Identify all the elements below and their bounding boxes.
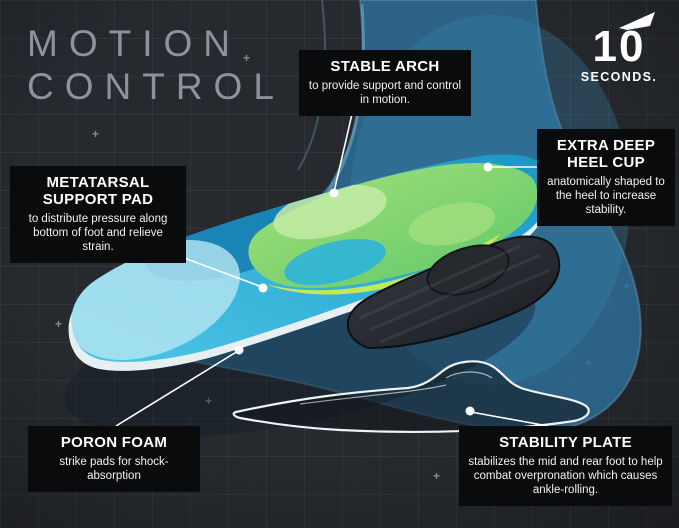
callout-dot-stable-arch	[329, 188, 339, 198]
callout-dot-poron	[234, 345, 244, 355]
callout-stability-heading: STABILITY PLATE	[499, 434, 632, 451]
brand-logo-number: 10	[592, 22, 646, 71]
callout-heel-cup-body: anatomically shaped to the heel to incre…	[547, 175, 665, 216]
flag-icon	[619, 12, 655, 30]
stability-plate-outline	[232, 360, 590, 434]
grid-plus-mark: +	[433, 469, 441, 483]
callout-line-poron	[115, 350, 239, 427]
callout-metatarsal-heading: METATARSAL SUPPORT PAD	[42, 174, 154, 208]
heel-cup-opening	[426, 244, 510, 296]
callout-poron-heading: PORON FOAM	[60, 434, 168, 451]
callout-stable-arch: STABLE ARCH to provide support and contr…	[299, 50, 471, 116]
grid-plus-mark: +	[55, 317, 63, 331]
carbon-heel-cradle	[346, 235, 561, 350]
grid-plus-mark: +	[243, 51, 251, 65]
callout-stable-arch-heading: STABLE ARCH	[330, 58, 440, 75]
plate-contour-line-2	[445, 371, 493, 379]
metatarsal-pad-zone	[284, 238, 386, 286]
callout-dot-metatarsal	[258, 283, 268, 293]
callout-line-stable-arch	[333, 113, 353, 193]
toe-pale-zone	[71, 240, 240, 360]
callout-stability-plate: STABILITY PLATE stabilizes the mid and r…	[459, 426, 672, 506]
callout-stable-arch-body: to provide support and control in motion…	[308, 79, 462, 106]
plate-shape	[232, 360, 590, 434]
plate-contour-line-1	[299, 384, 447, 405]
title-line-1: MOTION	[27, 23, 241, 64]
callout-dot-stability-plate	[465, 406, 475, 416]
brand-logo-name: SECONDS.	[580, 70, 658, 85]
callout-extra-deep-heel-cup: EXTRA DEEP HEEL CUP anatomically shaped …	[537, 129, 675, 226]
grid-plus-mark: +	[205, 394, 213, 408]
page-title: MOTION CONTROL	[27, 22, 285, 109]
callout-poron-body: strike pads for shock-absorption	[59, 455, 169, 482]
callout-connectors	[115, 113, 549, 427]
arch-highlight-2	[408, 202, 496, 246]
callout-dot-heel-cup	[483, 162, 493, 172]
carbon-texture-lines	[359, 244, 551, 344]
callout-metatarsal-support-pad: METATARSAL SUPPORT PAD to distribute pre…	[10, 166, 186, 263]
grid-plus-mark: +	[92, 127, 100, 141]
title-line-2: CONTROL	[27, 66, 285, 108]
callout-dots	[234, 162, 493, 416]
callout-line-stability-plate	[470, 411, 549, 427]
callout-poron-foam: PORON FOAM strike pads for shock-absorpt…	[28, 426, 200, 492]
insole	[68, 154, 553, 371]
callout-heel-cup-heading: EXTRA DEEP HEEL CUP	[556, 137, 656, 171]
callout-metatarsal-body: to distribute pressure along bottom of f…	[28, 212, 168, 253]
callout-stability-body: stabilizes the mid and rear foot to help…	[468, 455, 663, 496]
brand-logo: 10 SECONDS.	[575, 10, 663, 84]
